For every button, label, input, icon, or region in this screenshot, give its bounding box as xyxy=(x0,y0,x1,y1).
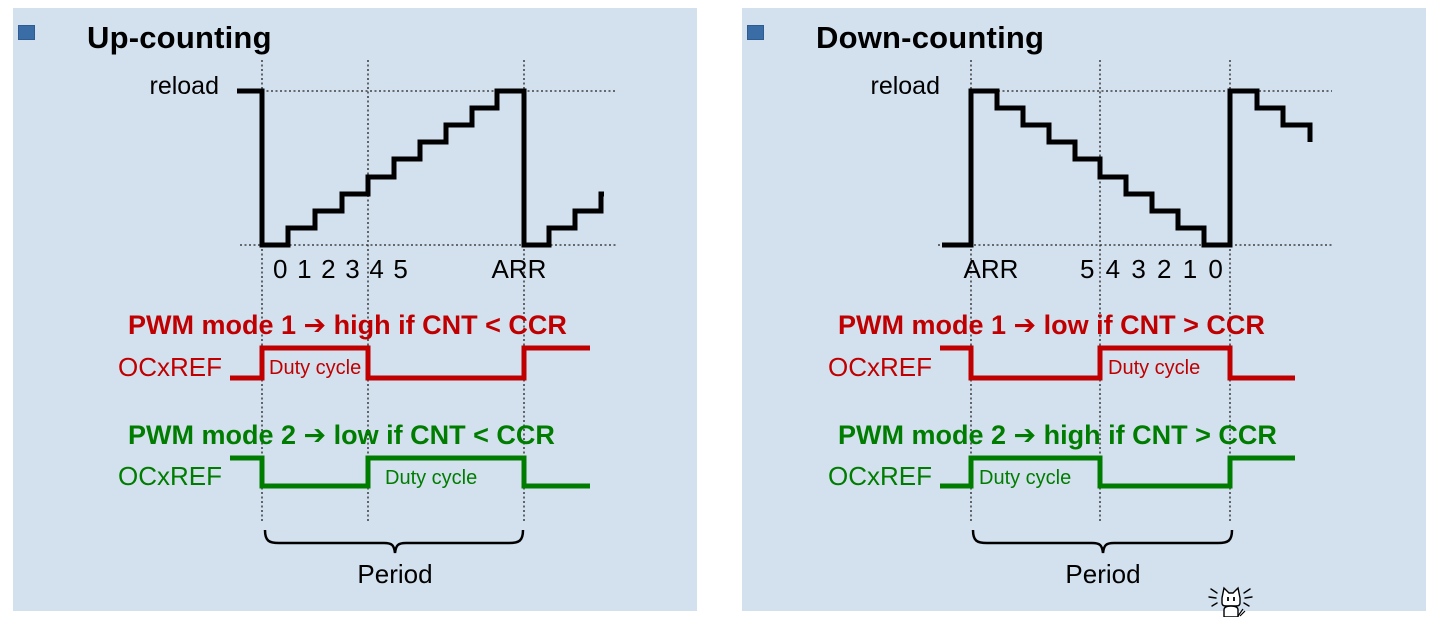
pwm1-duty-cycle-label: Duty cycle xyxy=(269,357,362,379)
counter-waveform xyxy=(942,88,1313,248)
dotted-gridlines xyxy=(938,60,1332,523)
down-counting-panel: Down-counting reload ARR 5 4 3 2 1 0 PWM… xyxy=(742,8,1426,611)
down-counting-title: Down-counting xyxy=(816,20,1045,55)
cat-busy-cursor-icon xyxy=(1208,586,1253,617)
reload-label: reload xyxy=(149,72,220,100)
bullet-square-icon xyxy=(18,25,35,40)
counter-axis-ticks: 5 4 3 2 1 0 xyxy=(1080,254,1225,284)
bullet-square-icon xyxy=(747,25,764,40)
period-label: Period xyxy=(1065,559,1141,589)
pwm1-duty-cycle-label: Duty cycle xyxy=(1108,357,1201,379)
pwm2-heading: PWM mode 2 ➔ high if CNT > CCR xyxy=(838,420,1277,450)
pwm2-duty-cycle-label: Duty cycle xyxy=(385,467,478,489)
counter-waveform xyxy=(237,88,604,248)
pwm1-heading: PWM mode 1 ➔ high if CNT < CCR xyxy=(128,310,567,340)
pwm1-waveform xyxy=(230,345,590,381)
up-counting-panel: Up-counting reload 0 1 2 3 4 5 ARR PWM m… xyxy=(13,8,697,611)
pwm2-waveform xyxy=(230,455,590,489)
pwm1-heading: PWM mode 1 ➔ low if CNT > CCR xyxy=(838,310,1265,340)
up-counting-diagram-svg xyxy=(230,60,617,554)
pwm1-ocxref-label: OCxREF xyxy=(118,352,222,382)
period-brace xyxy=(971,529,1234,554)
pwm1-ocxref-label: OCxREF xyxy=(828,352,932,382)
pwm2-ocxref-label: OCxREF xyxy=(828,461,932,491)
period-brace xyxy=(263,529,525,554)
counter-axis-ticks: 0 1 2 3 4 5 xyxy=(273,254,410,284)
dotted-gridlines xyxy=(240,60,617,523)
arr-label: ARR xyxy=(491,254,547,284)
pwm2-heading: PWM mode 2 ➔ low if CNT < CCR xyxy=(128,420,555,450)
pwm1-waveform xyxy=(940,345,1295,381)
pwm2-duty-cycle-label: Duty cycle xyxy=(979,467,1072,489)
reload-label: reload xyxy=(870,72,941,100)
up-counting-title: Up-counting xyxy=(87,20,272,55)
period-label: Period xyxy=(357,559,433,589)
arr-label: ARR xyxy=(963,254,1019,284)
down-counting-diagram-svg xyxy=(938,60,1332,554)
pwm2-ocxref-label: OCxREF xyxy=(118,461,222,491)
pwm2-waveform xyxy=(940,455,1295,489)
